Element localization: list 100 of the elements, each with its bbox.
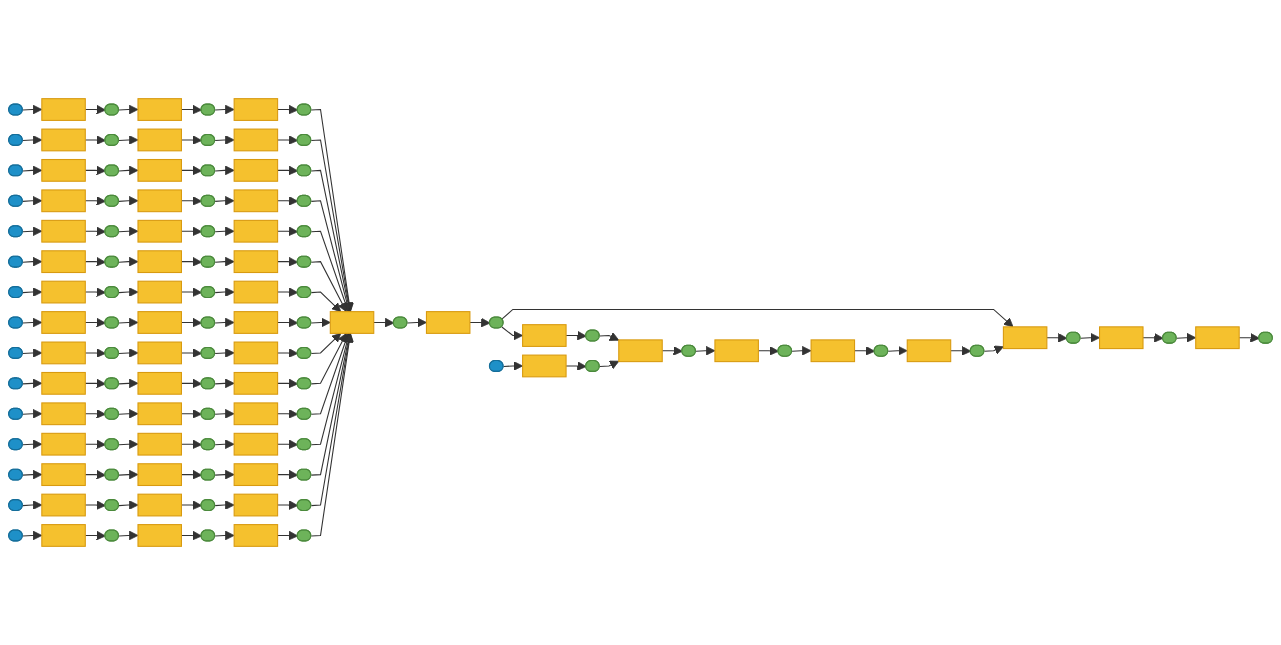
- node-box: [137, 432, 182, 456]
- node-box: [41, 524, 86, 547]
- arrow: [310, 332, 350, 415]
- node-box: [137, 189, 182, 213]
- arrow: [277, 348, 299, 358]
- arrow: [277, 226, 299, 237]
- arrow: [214, 317, 235, 328]
- node-box: [1002, 326, 1048, 350]
- arrow: [214, 135, 235, 145]
- node-box: [137, 98, 182, 121]
- arrow: [469, 317, 491, 328]
- node-box: [41, 280, 86, 304]
- arrow: [373, 317, 395, 328]
- node-box: [1195, 326, 1240, 350]
- node-box: [233, 280, 279, 304]
- arrow: [277, 500, 299, 510]
- arrow: [310, 332, 353, 476]
- arrow: [214, 530, 235, 541]
- arrow: [214, 104, 235, 115]
- node-box: [810, 339, 856, 363]
- arrow: [599, 332, 620, 341]
- node-box: [41, 341, 86, 365]
- node-box: [233, 128, 279, 152]
- arrow: [310, 200, 352, 313]
- arrow: [277, 317, 299, 328]
- node-box: [522, 324, 567, 347]
- arrow: [214, 196, 235, 206]
- arrow: [214, 287, 235, 297]
- node-box: [233, 432, 279, 456]
- arrow: [310, 230, 350, 313]
- arrow: [501, 308, 1014, 328]
- node-box: [425, 311, 471, 334]
- node-box: [137, 524, 182, 547]
- arrow: [310, 108, 354, 313]
- arrow: [310, 261, 347, 313]
- node-box: [618, 339, 663, 363]
- arrow: [214, 226, 235, 236]
- arrow: [277, 196, 299, 206]
- node-box: [233, 371, 279, 395]
- node-box: [906, 339, 952, 363]
- arrow: [310, 317, 331, 328]
- node-box: [233, 463, 279, 487]
- arrow: [214, 439, 235, 449]
- arrow: [277, 378, 299, 389]
- arrow: [791, 345, 812, 356]
- arrow: [277, 165, 299, 176]
- node-box: [41, 432, 86, 456]
- arrow: [277, 439, 299, 450]
- arrow: [310, 332, 342, 354]
- node-box: [137, 250, 182, 274]
- arrow: [983, 345, 1004, 355]
- node-box: [41, 311, 86, 334]
- node-box: [137, 219, 182, 243]
- node-box: [137, 402, 182, 426]
- arrow: [599, 360, 620, 370]
- node-box: [1099, 326, 1144, 350]
- arrow: [214, 256, 235, 267]
- node-box: [41, 371, 86, 395]
- node-box: [41, 189, 86, 213]
- node-box: [41, 98, 86, 121]
- arrow: [310, 332, 347, 385]
- node-box: [233, 189, 279, 213]
- node-box: [41, 250, 86, 274]
- arrow: [214, 348, 235, 358]
- arrow: [854, 346, 876, 356]
- arrow: [277, 530, 299, 541]
- node-box: [233, 524, 279, 547]
- arrow: [310, 139, 354, 313]
- arrow: [1080, 332, 1100, 343]
- arrow: [277, 409, 299, 419]
- node-box: [41, 158, 86, 182]
- arrow: [310, 169, 353, 313]
- arrow: [310, 291, 342, 313]
- arrow: [277, 256, 299, 267]
- node-box: [41, 402, 86, 426]
- node-box: [233, 402, 279, 426]
- node-box: [137, 371, 182, 395]
- arrow: [214, 165, 235, 176]
- node-box: [137, 341, 182, 365]
- node-box: [41, 463, 86, 487]
- node-box: [137, 280, 182, 304]
- arrow: [277, 469, 299, 480]
- node-box: [233, 311, 279, 334]
- node-box: [714, 339, 759, 363]
- arrow: [277, 104, 299, 115]
- arrow: [277, 287, 299, 297]
- node-box: [233, 219, 279, 243]
- node-box: [233, 250, 279, 274]
- node-box: [41, 493, 86, 517]
- node-box: [233, 493, 279, 517]
- arrow: [887, 345, 908, 356]
- node-box: [233, 98, 279, 121]
- arrow: [277, 135, 299, 145]
- node-box: [137, 493, 182, 517]
- node-box: [522, 354, 567, 378]
- arrow: [214, 409, 235, 419]
- arrow: [214, 469, 235, 480]
- node-box: [329, 311, 375, 334]
- node-box: [41, 219, 86, 243]
- node-box: [137, 158, 182, 182]
